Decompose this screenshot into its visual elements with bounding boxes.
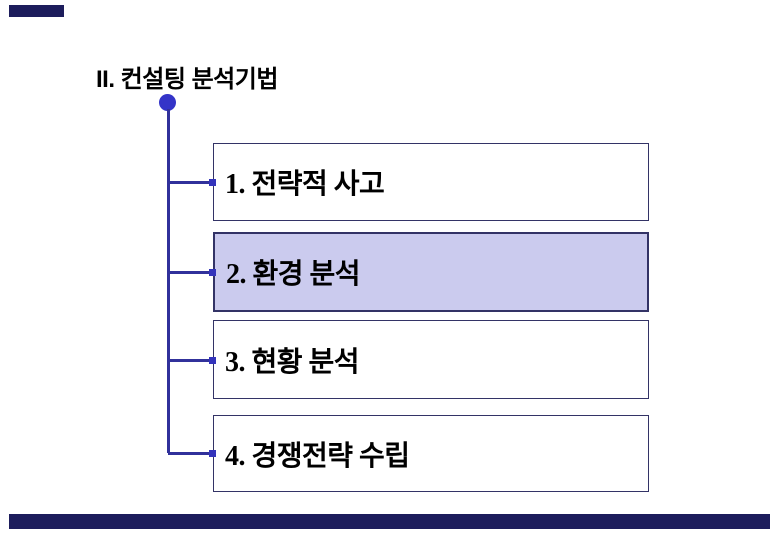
top-accent-bar [9, 5, 64, 17]
agenda-item-label: 4. 경쟁전략 수립 [225, 440, 410, 472]
connector-branch-line-1 [168, 181, 213, 184]
connector-branch-line-2 [168, 271, 213, 274]
branch-node-square-3 [209, 357, 216, 364]
root-node-dot [159, 94, 176, 111]
connector-branch-line-3 [168, 359, 213, 362]
agenda-item-box-1[interactable]: 1. 전략적 사고 [213, 143, 649, 221]
agenda-item-label: 2. 환경 분석 [226, 259, 361, 290]
branch-node-square-4 [209, 450, 216, 457]
agenda-item-label: 3. 현황 분석 [225, 346, 360, 378]
agenda-item-box-2-highlighted[interactable]: 2. 환경 분석 [213, 232, 649, 312]
connector-branch-line-4 [168, 452, 213, 455]
branch-node-square-2 [209, 269, 216, 276]
agenda-item-box-3[interactable]: 3. 현황 분석 [213, 320, 649, 399]
agenda-item-label: 1. 전략적 사고 [225, 169, 385, 200]
footer-bar [9, 514, 770, 529]
slide-title: II. 컨설팅 분석기법 [96, 66, 278, 93]
branch-node-square-1 [209, 179, 216, 186]
connector-vertical-line [167, 109, 170, 453]
agenda-item-box-4[interactable]: 4. 경쟁전략 수립 [213, 415, 649, 492]
